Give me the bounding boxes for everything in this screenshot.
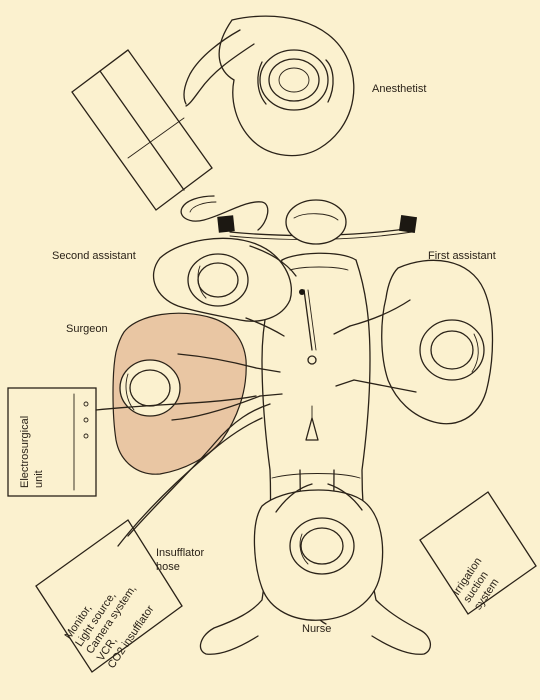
nurse-figure [254,484,382,620]
electrosurgical-unit: Electrosurgical unit [8,388,96,496]
monitor-equipment-cart: Monitor, Light source, Camera system, VC… [36,520,182,672]
insufflator-hose-label-line-1: Insufflator [156,547,204,559]
irrigation-suction-system: Irrigation suction system [420,492,536,614]
nurse-label: Nurse [302,623,331,635]
surgeon-figure [113,313,282,474]
second-assistant-label: Second assistant [52,250,136,262]
anesthetist-label: Anesthetist [372,83,426,95]
anesthetist-figure [184,16,354,155]
first-assistant-label: First assistant [428,250,496,262]
electrosurgical-label-line-1: Electrosurgical [19,416,31,488]
surgeon-label: Surgeon [66,323,108,335]
insufflator-hose-label-line-2: hose [156,561,180,573]
first-assistant-figure [334,260,493,423]
electrosurgical-label-line-2: unit [33,470,45,488]
anesthesia-table [72,50,212,210]
